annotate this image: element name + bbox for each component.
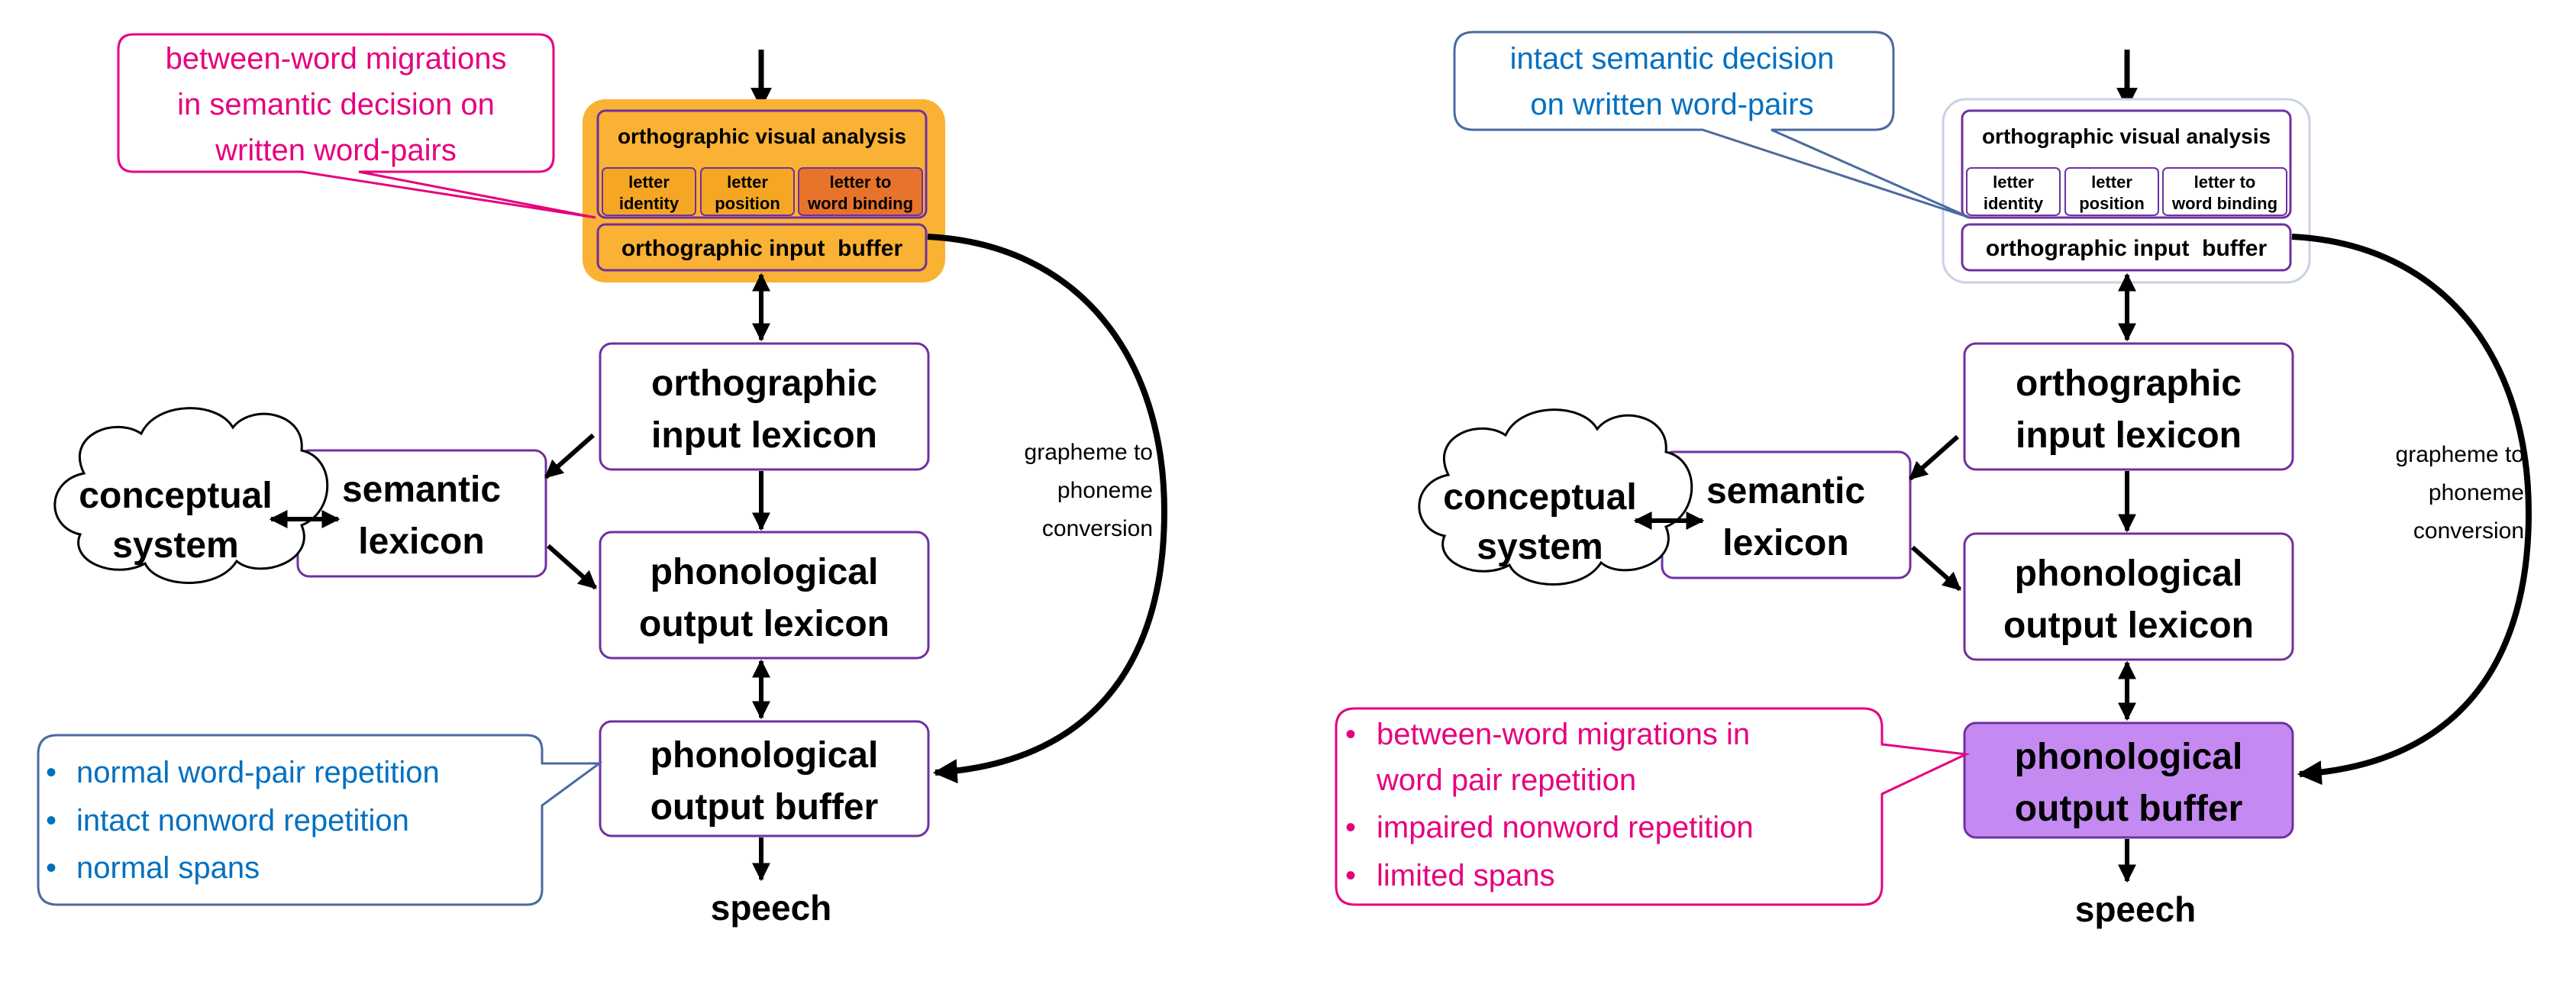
speech-right: speech <box>2075 889 2197 929</box>
ortho-lexicon-right-l1: orthographic <box>2016 363 2242 404</box>
callout-top-right-l2: on written word-pairs <box>1530 88 1813 121</box>
cell-letter-identity-left-l2: identity <box>619 194 680 213</box>
gpc-route-right <box>2291 234 2532 786</box>
callout-bottom-right-bullet2: • <box>1345 811 1356 844</box>
callout-bottom-left-bullet2: • <box>46 804 56 837</box>
conceptual-right-l2: system <box>1477 527 1603 567</box>
cell-word-binding-right <box>2162 167 2287 216</box>
arrow-semantic-phon-left <box>547 544 597 590</box>
phon-buffer-right-l2: output buffer <box>2015 789 2243 829</box>
callout-bottom-left-item1: normal word-pair repetition <box>76 756 440 789</box>
semantic-right-l2: lexicon <box>1722 523 1848 563</box>
cell-letter-position-left-l2: position <box>715 194 780 213</box>
semantic-right-l1: semantic <box>1706 471 1865 511</box>
ova-box-right <box>1961 109 2292 219</box>
callout-bottom-right-item1-l1: between-word migrations in <box>1377 718 1750 751</box>
cell-letter-position-left <box>700 167 795 216</box>
semantic-left-l2: lexicon <box>358 521 484 562</box>
callout-bottom-left-bullet1: • <box>46 756 56 789</box>
phon-buffer-right-l1: phonological <box>2015 737 2243 777</box>
callout-top-right-l1: intact semantic decision <box>1510 42 1835 76</box>
gpc-label-left-l2: phoneme <box>1057 478 1153 503</box>
callout-top-left-l2: in semantic decision on <box>177 88 495 121</box>
callout-bottom-right-bullet1: • <box>1345 718 1356 751</box>
callout-top-left-l3: written word-pairs <box>215 134 457 167</box>
cell-letter-identity-right-l2: identity <box>1984 194 2044 213</box>
cell-word-binding-left <box>798 167 923 216</box>
cell-word-binding-right-l1: letter to <box>2194 173 2256 192</box>
input-buffer-left: orthographic input buffer <box>621 236 903 261</box>
callout-bottom-left <box>37 734 603 906</box>
phon-buffer-box-right <box>1963 721 2294 839</box>
phon-buffer-left-l2: output buffer <box>650 787 879 828</box>
phon-buffer-left-l1: phonological <box>650 735 879 776</box>
phon-lexicon-right-l2: output lexicon <box>2003 605 2254 646</box>
input-buffer-box-left <box>596 223 928 272</box>
gpc-route-left <box>927 234 1168 784</box>
gpc-label-left-l1: grapheme to <box>1025 440 1153 465</box>
gpc-label-left-l3: conversion <box>1042 516 1153 541</box>
speech-left: speech <box>711 888 832 928</box>
ova-title-left: orthographic visual analysis <box>618 124 906 148</box>
semantic-left-l1: semantic <box>342 470 501 510</box>
arrow-ortho-semantic-left <box>544 433 595 479</box>
callout-bottom-left-item3: normal spans <box>76 851 260 885</box>
gpc-label-right-l1: grapheme to <box>2396 442 2524 467</box>
phon-buffer-box-left <box>599 720 930 837</box>
callout-top-left <box>117 33 596 219</box>
cell-letter-identity-left-l1: letter <box>628 173 670 192</box>
input-buffer-box-right <box>1961 223 2292 272</box>
cell-letter-position-right-l1: letter <box>2091 173 2132 192</box>
callout-bottom-right-item2: impaired nonword repetition <box>1377 811 1754 844</box>
phon-lexicon-left-l1: phonological <box>650 552 879 592</box>
input-buffer-right: orthographic input buffer <box>1986 236 2268 261</box>
phon-lexicon-box-left <box>599 531 930 660</box>
ortho-lexicon-left-l1: orthographic <box>651 363 877 404</box>
gpc-label-right-l3: conversion <box>2413 518 2524 544</box>
conceptual-left-l1: conceptual <box>79 476 272 516</box>
ortho-lexicon-right-l2: input lexicon <box>2016 415 2242 456</box>
callout-bottom-right-item3: limited spans <box>1377 859 1554 892</box>
cell-word-binding-left-l1: letter to <box>830 173 892 192</box>
ova-title-right: orthographic visual analysis <box>1982 124 2271 148</box>
arrow-semantic-phon-right <box>1911 545 1961 592</box>
left-diagram: orthographic visual analysis letter iden… <box>37 33 1168 928</box>
ortho-lexicon-left-l2: input lexicon <box>651 415 877 456</box>
callout-top-left-l1: between-word migrations <box>166 42 507 76</box>
callout-bottom-left-item2: intact nonword repetition <box>76 804 409 837</box>
cell-letter-identity-left <box>602 167 696 216</box>
cell-letter-position-left-l1: letter <box>727 173 768 192</box>
ortho-lexicon-box-left <box>599 342 930 471</box>
phon-lexicon-left-l2: output lexicon <box>639 604 889 644</box>
cell-letter-identity-right <box>1966 167 2061 216</box>
cell-word-binding-right-l2: word binding <box>2171 194 2277 213</box>
cell-letter-identity-right-l1: letter <box>1993 173 2034 192</box>
callout-bottom-right <box>1335 707 1971 906</box>
gpc-label-right-l2: phoneme <box>2429 480 2524 505</box>
callout-bottom-left-bullet3: • <box>46 851 56 885</box>
cell-word-binding-left-l2: word binding <box>807 194 913 213</box>
phon-lexicon-box-right <box>1963 532 2294 661</box>
conceptual-left-l2: system <box>112 525 238 566</box>
arrow-ortho-semantic-right <box>1909 434 1959 481</box>
ortho-lexicon-box-right <box>1963 342 2294 471</box>
ova-box-left <box>596 109 928 219</box>
phon-lexicon-right-l1: phonological <box>2015 553 2243 594</box>
right-diagram: orthographic visual analysis letter iden… <box>1335 31 2532 929</box>
callout-bottom-right-item1-l2: word pair repetition <box>1376 763 1636 797</box>
cell-letter-position-right-l2: position <box>2079 194 2145 213</box>
conceptual-right-l1: conceptual <box>1443 477 1636 518</box>
callout-top-right <box>1453 31 1971 219</box>
cell-letter-position-right <box>2064 167 2159 216</box>
callout-bottom-right-bullet3: • <box>1345 859 1356 892</box>
